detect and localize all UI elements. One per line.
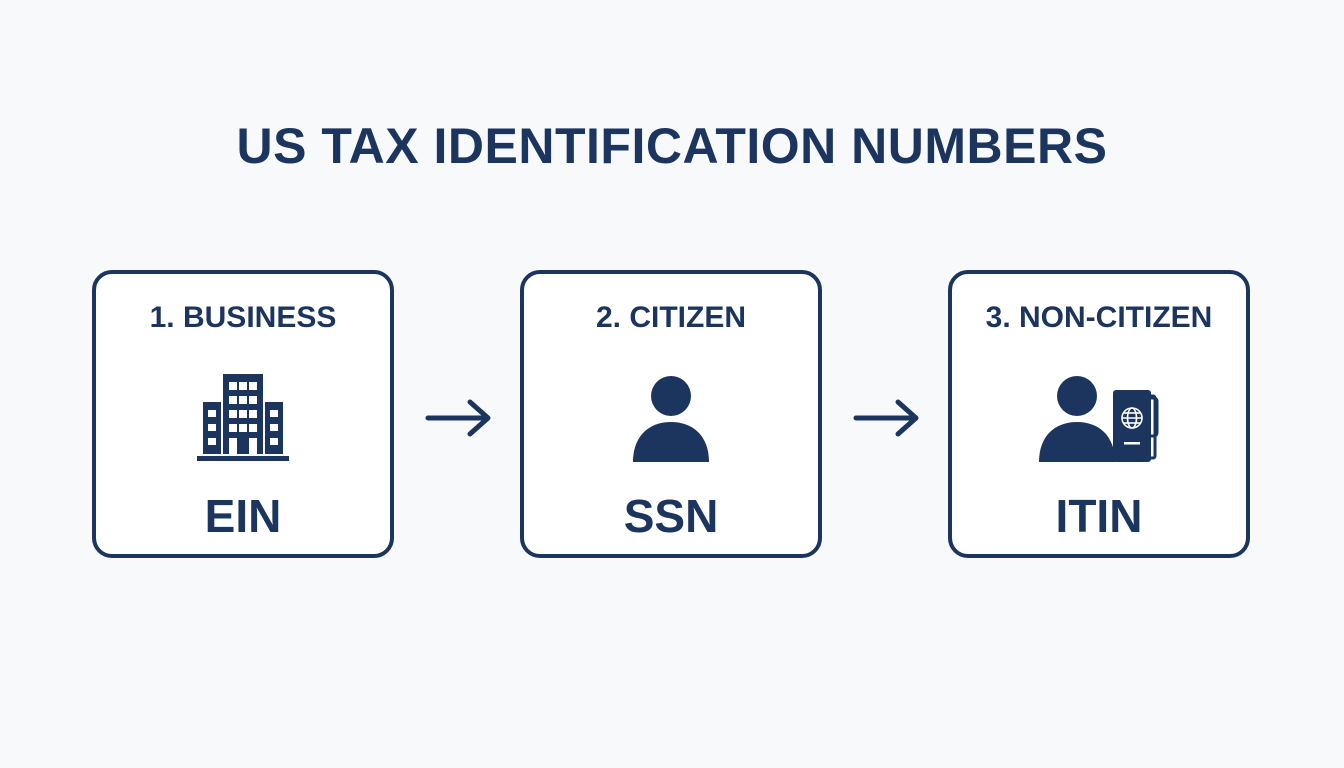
card-business: 1. BUSINESS EIN bbox=[92, 270, 394, 558]
card-label: 1. BUSINESS bbox=[149, 301, 337, 334]
card-code: EIN bbox=[204, 490, 282, 542]
building-icon bbox=[197, 374, 289, 461]
arrow-right-icon bbox=[425, 399, 491, 437]
card-citizen: 2. CITIZEN SSN bbox=[520, 270, 822, 558]
page-title: US TAX IDENTIFICATION NUMBERS bbox=[236, 118, 1108, 174]
person-icon bbox=[633, 376, 709, 462]
card-label: 3. NON-CITIZEN bbox=[985, 301, 1213, 334]
person-passport-icon bbox=[1039, 376, 1159, 462]
arrow-right-icon bbox=[853, 399, 919, 437]
card-code: ITIN bbox=[1055, 490, 1143, 542]
card-label: 2. CITIZEN bbox=[595, 301, 746, 334]
card-code: SSN bbox=[623, 490, 719, 542]
card-non-citizen: 3. NON-CITIZEN ITIN bbox=[948, 270, 1250, 558]
